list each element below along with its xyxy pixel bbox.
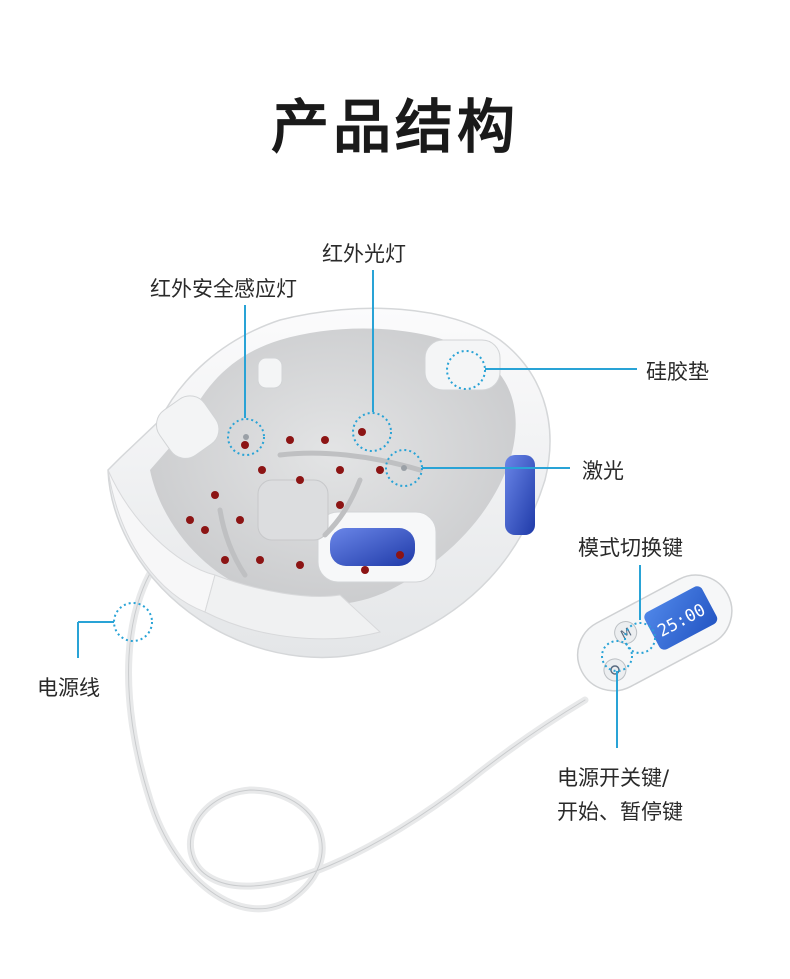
rear-pad: [155, 395, 220, 459]
page-title: 产品结构: [270, 93, 519, 161]
infrared-leds: [186, 428, 404, 574]
label-infrared-safety-sensor: 红外安全感应灯: [150, 277, 297, 301]
label-mode-switch-key: 模式切换键: [578, 536, 683, 560]
label-power-key-line1: 电源开关键/: [557, 766, 670, 790]
label-power-cord: 电源线: [37, 676, 100, 700]
callouts: [77, 270, 656, 748]
silicone-pad-block: [424, 339, 501, 391]
label-infrared-light: 红外光灯: [322, 242, 406, 266]
label-power-key-line2: 开始、暂停键: [557, 800, 683, 824]
remote-control: 25:00 M: [576, 574, 733, 692]
side-blue-panel: [505, 455, 535, 535]
front-laser-module: [317, 511, 437, 583]
remote-display-screen: [644, 586, 718, 650]
label-laser: 激光: [582, 459, 624, 483]
label-silicone-pad: 硅胶垫: [646, 360, 709, 384]
center-pad: [257, 479, 329, 541]
